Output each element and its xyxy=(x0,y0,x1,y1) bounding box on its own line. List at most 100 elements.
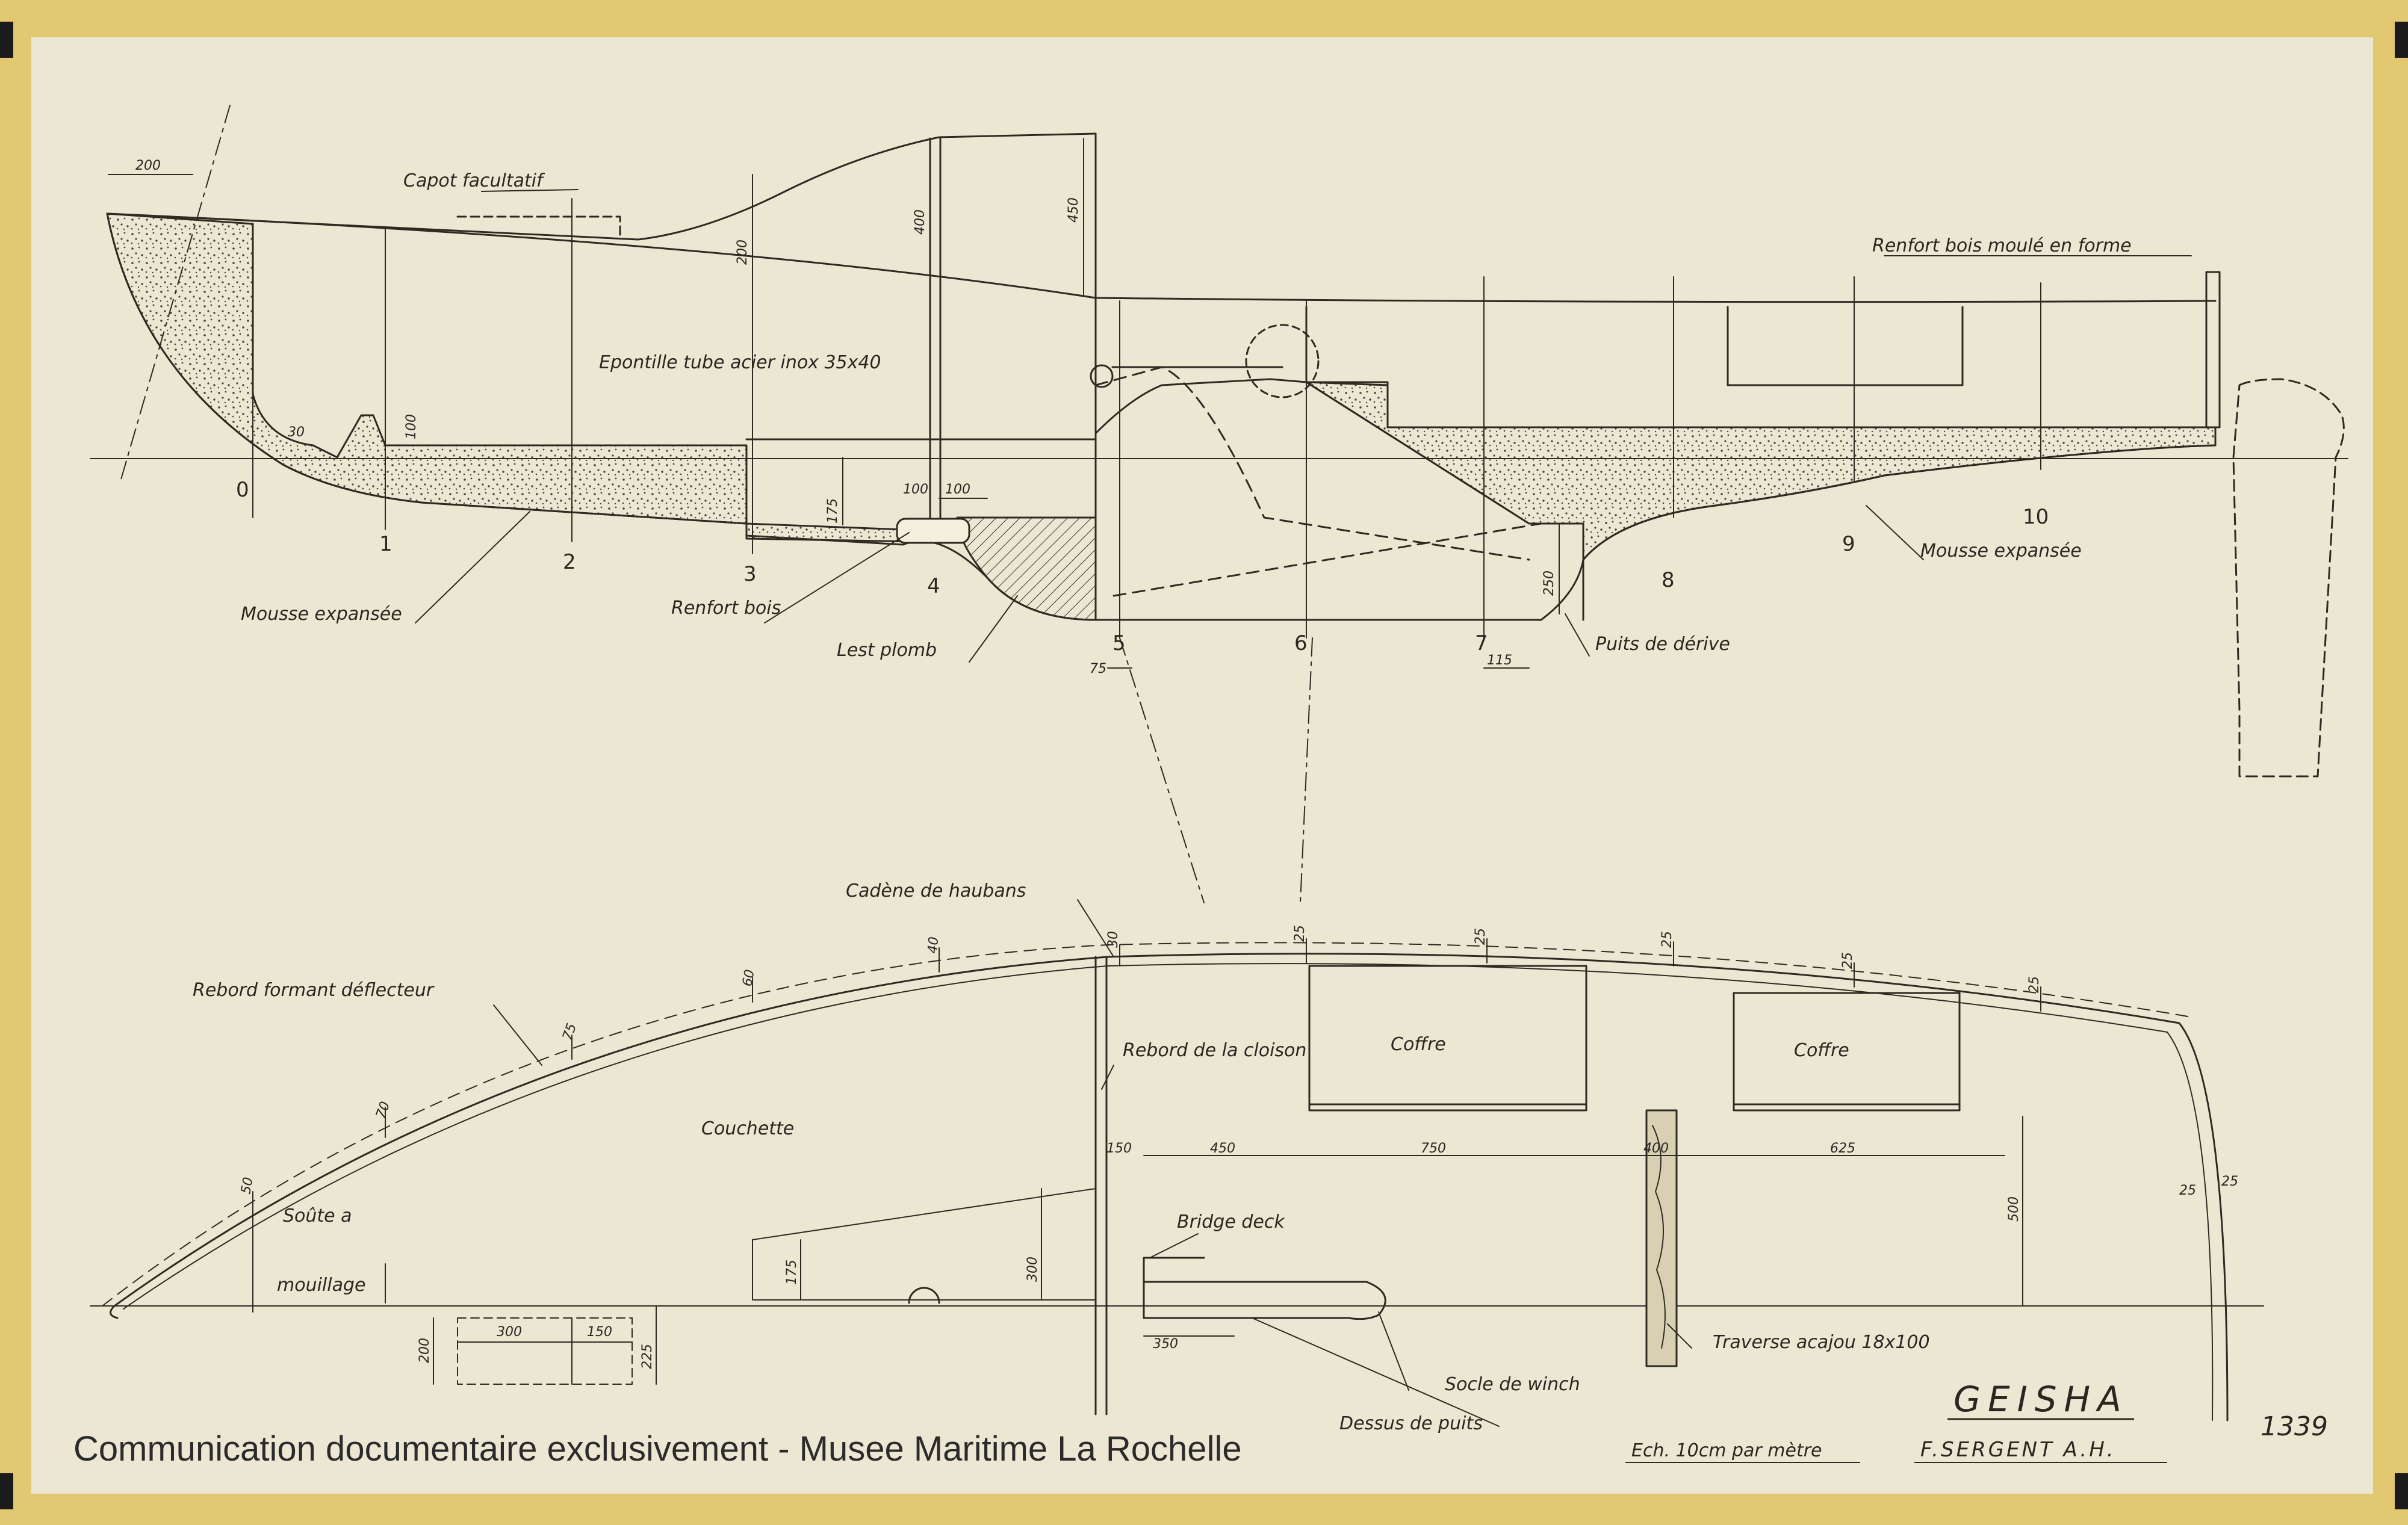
arc-dim-25-e: 25 xyxy=(2027,976,2042,993)
station-4: 4 xyxy=(927,574,940,598)
bridge-deck xyxy=(1143,1281,1386,1320)
station-2: 2 xyxy=(563,550,576,574)
station-9: 9 xyxy=(1842,532,1855,556)
drawing-number: 1339 xyxy=(2261,1411,2328,1442)
dim-400: 400 xyxy=(913,209,928,235)
dim-250: 250 xyxy=(1542,571,1557,596)
arc-dim-25-f: 25 xyxy=(2179,1183,2196,1198)
arc-dim-25-g: 25 xyxy=(2221,1174,2238,1189)
drawing-sheet: Capot facultatif Epontille tube acier in… xyxy=(31,37,2373,1494)
dim-750: 750 xyxy=(1421,1141,1446,1156)
dim-100-a: 100 xyxy=(903,482,928,497)
dim-300-vert: 300 xyxy=(1025,1257,1040,1282)
dim-350: 350 xyxy=(1153,1337,1178,1352)
dim-30: 30 xyxy=(288,425,305,440)
dim-500: 500 xyxy=(2006,1196,2022,1222)
label-renfort-moule: Renfort bois moulé en forme xyxy=(1872,235,2132,256)
label-traverse: Traverse acajou 18x100 xyxy=(1713,1332,1930,1353)
mahogany-beam xyxy=(1645,1109,1678,1367)
wood-reinforcement xyxy=(896,518,970,544)
label-mousse-left: Mousse expansée xyxy=(241,604,402,625)
hull-keel-line xyxy=(106,212,2217,621)
dim-300-horiz: 300 xyxy=(497,1325,522,1340)
label-coffre-1: Coffre xyxy=(1391,1034,1446,1055)
corner-clip-bottom-left xyxy=(0,1473,13,1509)
dim-450: 450 xyxy=(1210,1141,1235,1156)
label-coffre-2: Coffre xyxy=(1794,1040,1849,1061)
dim-200-cabin: 200 xyxy=(735,240,750,265)
label-couchette: Couchette xyxy=(701,1118,794,1139)
locker-2 xyxy=(1733,992,1961,1112)
sheer-line xyxy=(106,212,2217,303)
dim-150-plan: 150 xyxy=(587,1325,612,1340)
title-block: GEISHA Ech. 10cm par mètre F.SERGENT A.H… xyxy=(1625,1379,2328,1463)
drawing-title: GEISHA xyxy=(1953,1379,2129,1420)
footer-notice: Communication documentaire exclusivement… xyxy=(73,1429,1242,1468)
station-0: 0 xyxy=(236,478,249,502)
label-renfort-bois: Renfort bois xyxy=(671,598,781,619)
deck-outline-outer xyxy=(113,953,2229,1421)
dim-75: 75 xyxy=(1090,661,1106,676)
label-cadene: Cadène de haubans xyxy=(846,880,1026,902)
corner-clip-bottom-right xyxy=(2395,1473,2408,1509)
station-7: 7 xyxy=(1475,631,1488,655)
arc-dim-25-b: 25 xyxy=(1473,928,1488,945)
dim-200-bow: 200 xyxy=(135,158,161,173)
foam-fill-bow xyxy=(106,212,748,525)
foam-fill-stern xyxy=(1305,381,2217,561)
label-rebord-deflecteur: Rebord formant déflecteur xyxy=(193,980,435,1001)
label-puits: Puits de dérive xyxy=(1595,634,1730,655)
label-lest: Lest plomb xyxy=(837,640,937,661)
dim-400: 400 xyxy=(1643,1141,1669,1156)
label-bridge-deck: Bridge deck xyxy=(1177,1211,1285,1233)
rudder-outline xyxy=(2232,378,2345,778)
station-8: 8 xyxy=(1662,568,1675,592)
dim-225: 225 xyxy=(640,1344,655,1369)
label-socle-winch: Socle de winch xyxy=(1445,1374,1580,1395)
arc-dim-30: 30 xyxy=(1106,931,1121,948)
arc-dim-25-c: 25 xyxy=(1660,931,1675,948)
dim-100-b: 100 xyxy=(945,482,970,497)
drawing-scale: Ech. 10cm par mètre xyxy=(1631,1440,1822,1461)
label-soute-1: Soûte a xyxy=(283,1205,352,1226)
label-capot: Capot facultatif xyxy=(403,170,545,191)
station-6: 6 xyxy=(1294,631,1308,655)
transom-block xyxy=(2205,271,2221,428)
station-1: 1 xyxy=(379,532,393,556)
arc-dim-50: 50 xyxy=(238,1176,256,1195)
arc-dim-40: 40 xyxy=(925,936,942,954)
dim-175-profile: 175 xyxy=(825,498,840,524)
label-dessus-puits: Dessus de puits xyxy=(1339,1413,1483,1434)
dim-115: 115 xyxy=(1487,653,1512,668)
profile-labels: Capot facultatif Epontille tube acier in… xyxy=(135,158,2132,676)
label-mousse-right: Mousse expansée xyxy=(1920,540,2082,561)
technical-drawing: Capot facultatif Epontille tube acier in… xyxy=(90,105,2348,1463)
label-soute-2: mouillage xyxy=(277,1275,365,1296)
profile-view xyxy=(90,105,2348,903)
corner-clip-top-left xyxy=(0,22,13,58)
dim-150: 150 xyxy=(1106,1141,1132,1156)
label-epontille: Epontille tube acier inox 35x40 xyxy=(599,352,881,373)
arc-dim-25-a: 25 xyxy=(1292,925,1308,942)
dim-100-profile: 100 xyxy=(404,414,419,439)
arc-dim-60: 60 xyxy=(740,968,757,988)
station-3: 3 xyxy=(743,562,757,586)
station-5: 5 xyxy=(1112,631,1126,655)
arc-dim-70: 70 xyxy=(373,1100,393,1121)
drawing-author: F.SERGENT A.H. xyxy=(1920,1438,2116,1462)
locker-1 xyxy=(1308,965,1587,1112)
station-10: 10 xyxy=(2023,505,2049,529)
plan-view xyxy=(90,899,2264,1427)
dim-450: 450 xyxy=(1066,197,1081,223)
arc-dim-75: 75 xyxy=(560,1021,580,1042)
label-rebord-cloison: Rebord de la cloison xyxy=(1123,1040,1306,1061)
capot-outline xyxy=(456,215,621,239)
centerboard-pivot-line xyxy=(1094,366,1530,561)
cabin-roof xyxy=(106,132,1097,241)
dim-200-plan: 200 xyxy=(417,1338,432,1363)
dim-175-plan: 175 xyxy=(784,1260,799,1285)
arc-dim-25-d: 25 xyxy=(1840,952,1855,969)
corner-clip-top-right xyxy=(2395,22,2408,58)
dim-625: 625 xyxy=(1830,1141,1855,1156)
plan-labels: Cadène de haubans Rebord formant déflect… xyxy=(193,880,2238,1434)
